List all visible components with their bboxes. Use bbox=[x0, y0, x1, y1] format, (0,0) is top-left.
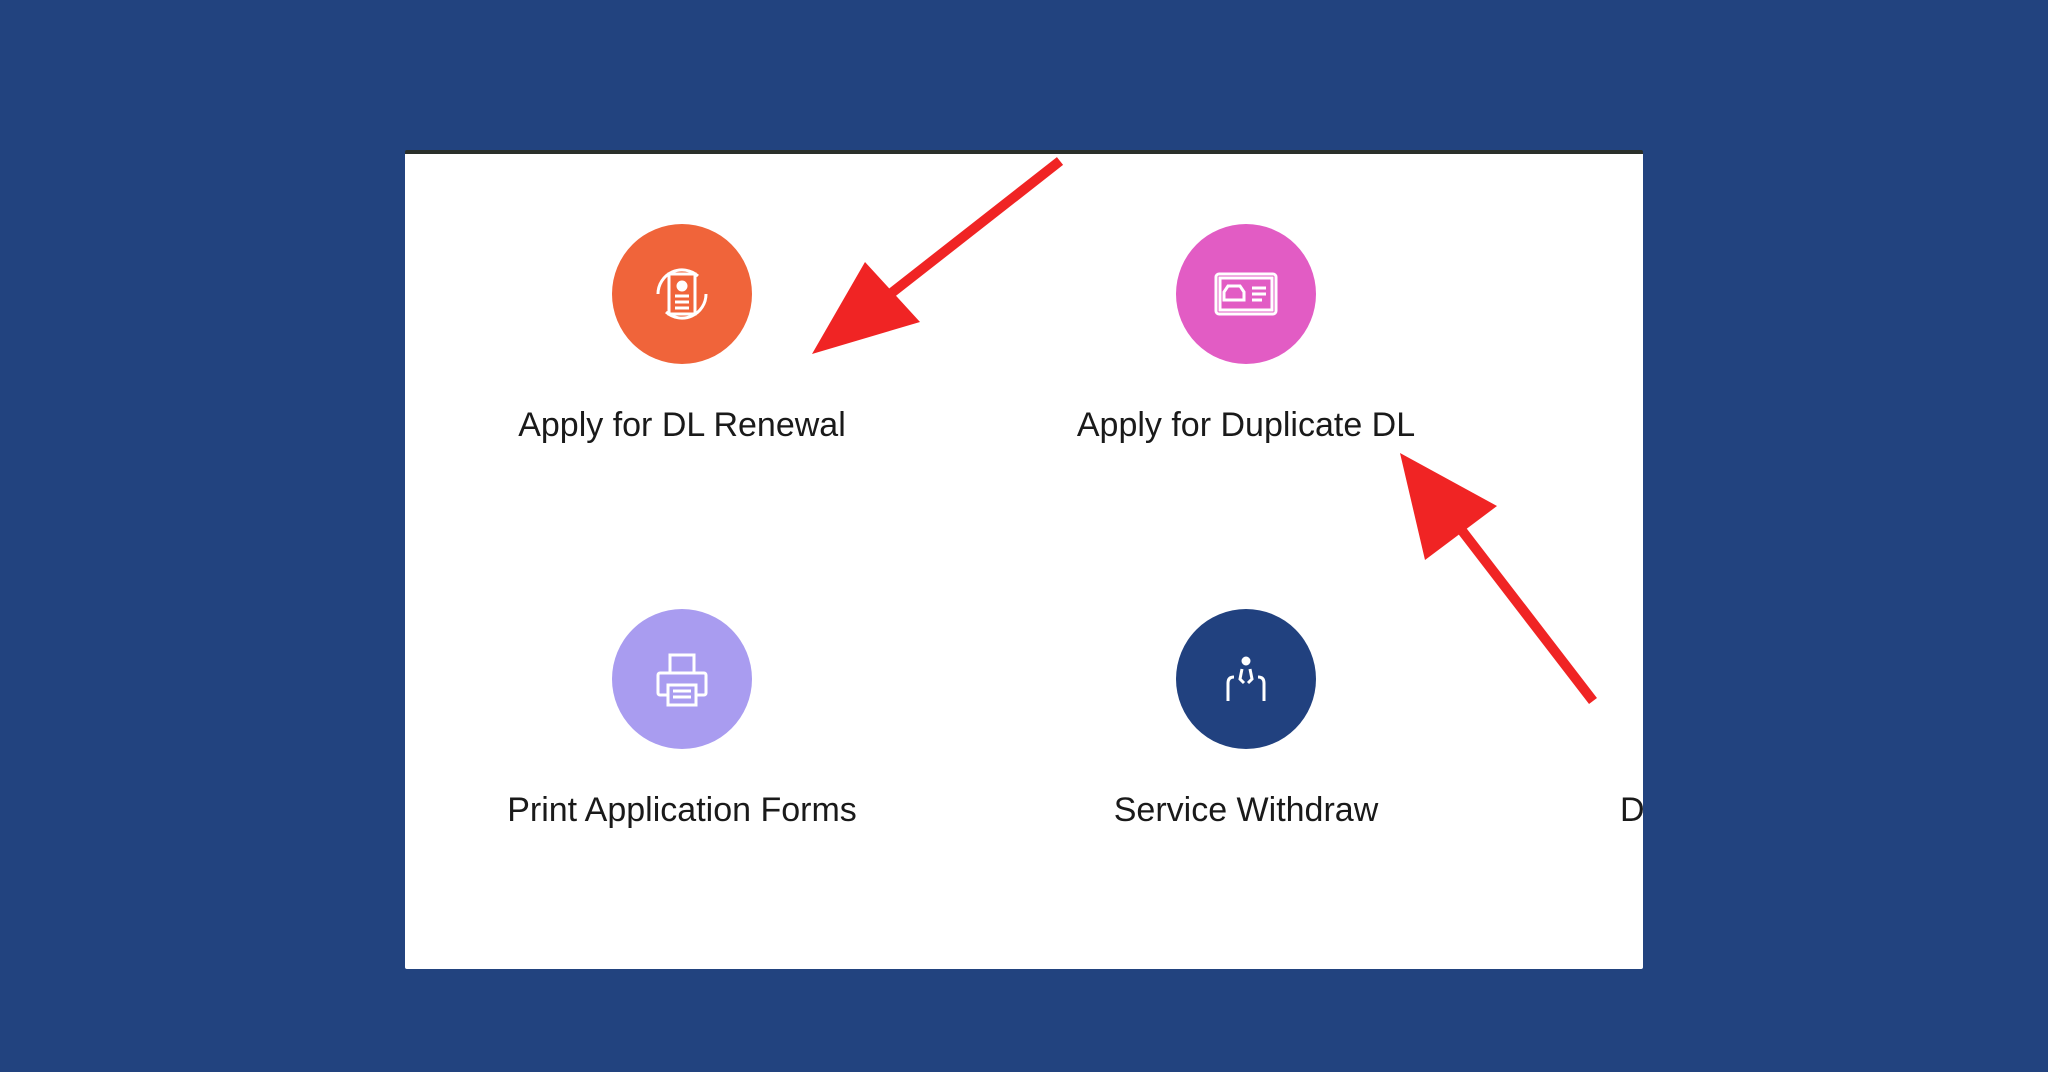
withdraw-person-icon bbox=[1176, 609, 1316, 749]
service-label: D bbox=[1620, 791, 1643, 829]
services-panel: Apply for DL Renewal Apply for Duplicate… bbox=[405, 150, 1643, 969]
service-partial[interactable]: D bbox=[1620, 609, 1643, 830]
renewal-document-icon bbox=[612, 224, 752, 364]
license-card-car-icon bbox=[1176, 224, 1316, 364]
service-duplicate-dl[interactable]: Apply for Duplicate DL bbox=[986, 224, 1506, 445]
service-dl-renewal[interactable]: Apply for DL Renewal bbox=[422, 224, 942, 445]
printer-icon bbox=[612, 609, 752, 749]
service-label: Service Withdraw bbox=[1113, 791, 1379, 829]
service-withdraw[interactable]: Service Withdraw bbox=[986, 609, 1506, 830]
service-label: Print Application Forms bbox=[507, 791, 857, 829]
service-label: Apply for DL Renewal bbox=[518, 406, 846, 444]
service-print-forms[interactable]: Print Application Forms bbox=[422, 609, 942, 830]
service-label: Apply for Duplicate DL bbox=[1076, 406, 1416, 444]
